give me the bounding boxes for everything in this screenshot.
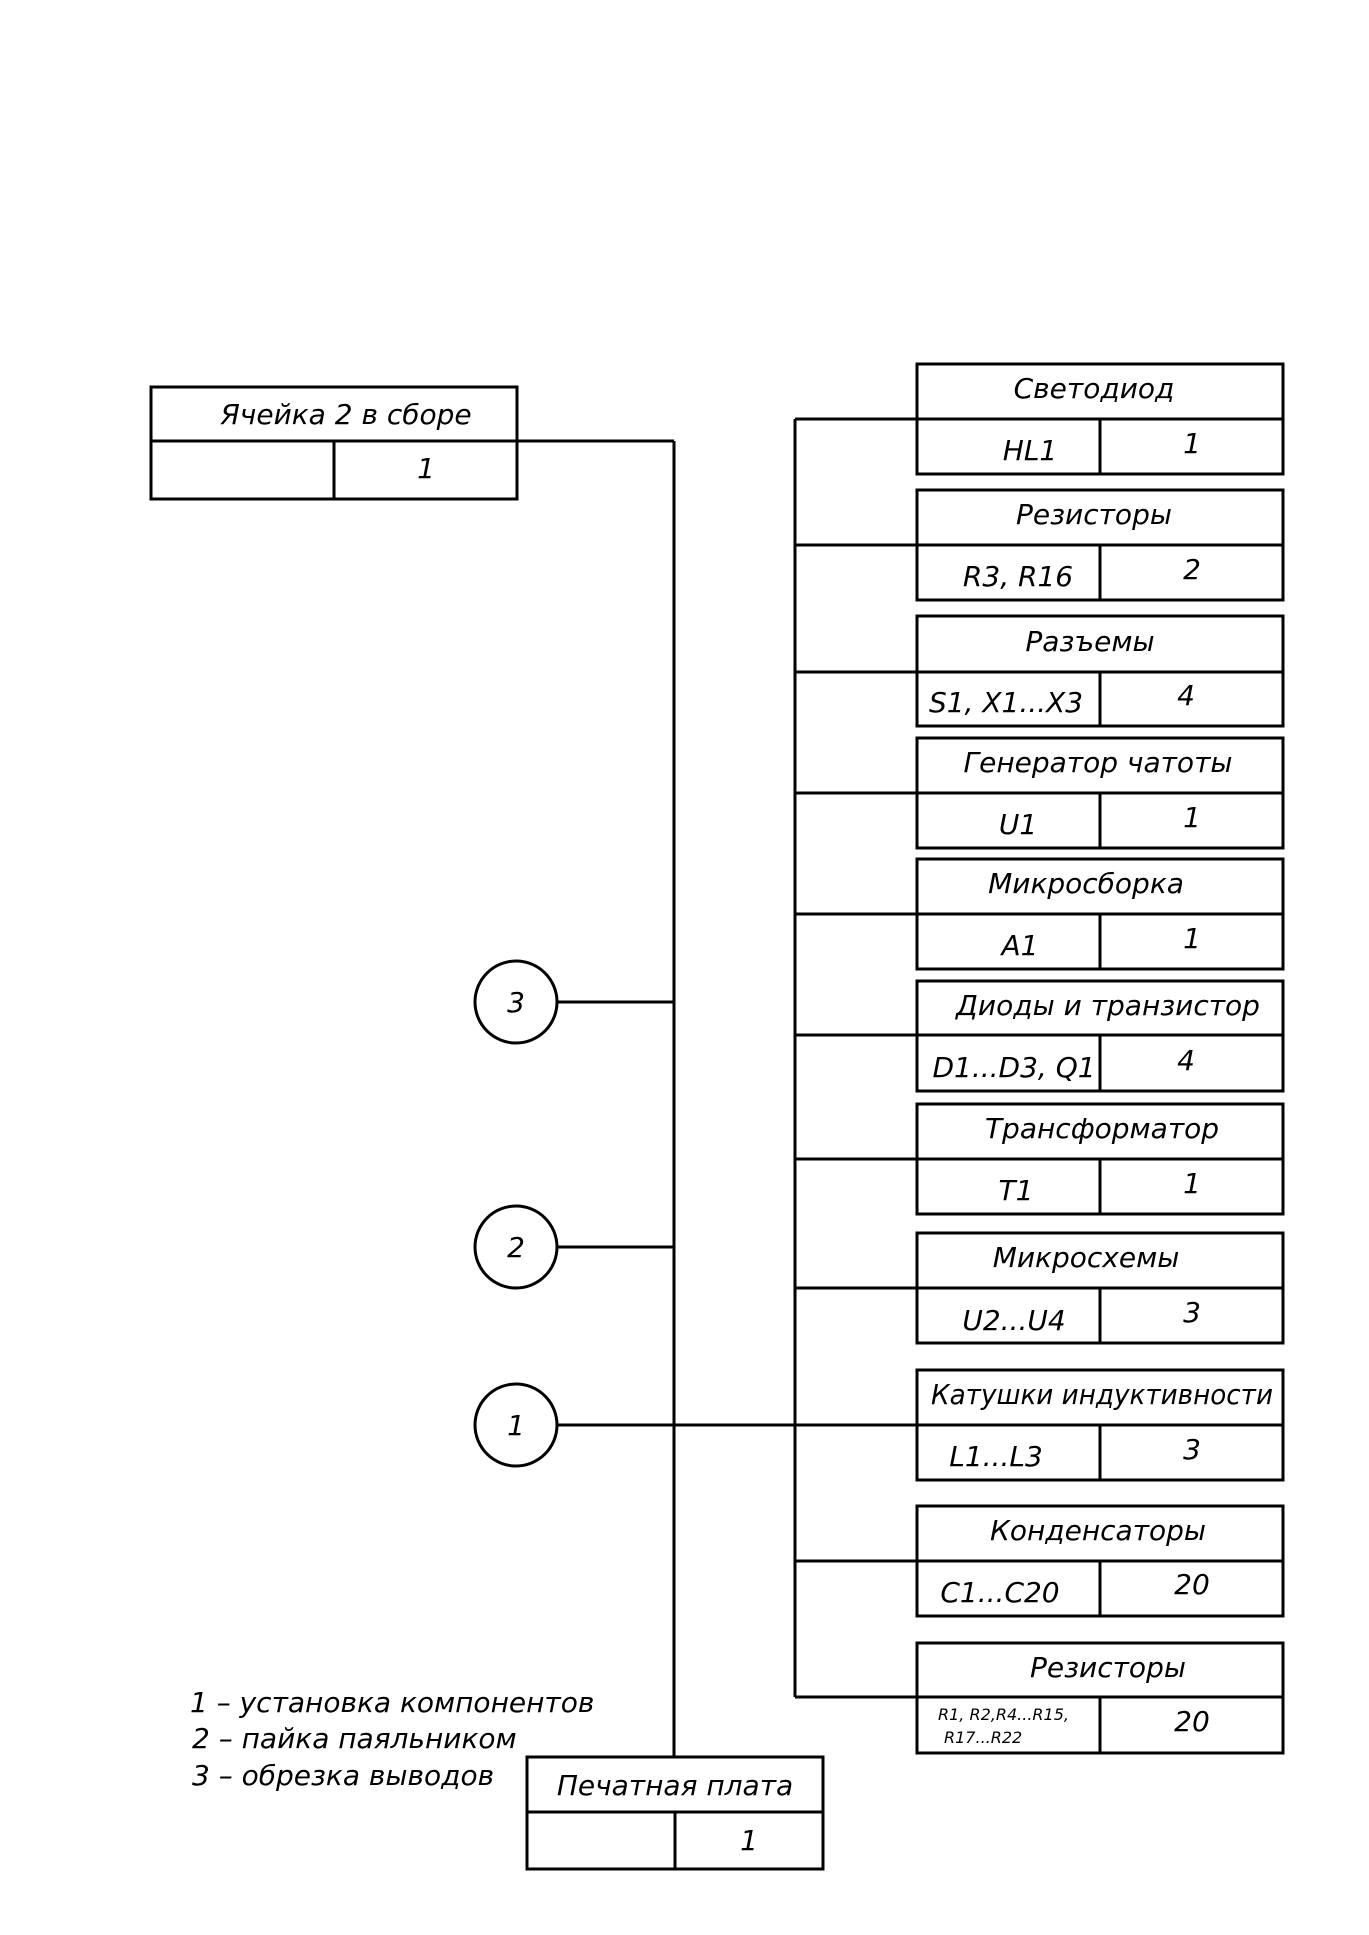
base-part-qty: 1 — [740, 1824, 758, 1857]
component-designator: R1, R2,R4...R15, — [938, 1705, 1069, 1724]
component-block: Микросборка A1 1 — [915, 857, 1285, 971]
top-assembly-qty: 1 — [417, 452, 435, 485]
component-block: Трансформатор T1 1 — [915, 1102, 1285, 1216]
component-name: Микросборка — [988, 867, 1184, 900]
legend: 1 – установка компонентов 2 – пайка паял… — [190, 1686, 594, 1792]
component-block: Резисторы R3, R16 2 — [915, 488, 1285, 602]
base-part-block: Печатная плата 1 — [525, 1755, 825, 1871]
component-designator: R17...R22 — [944, 1728, 1022, 1747]
component-block: Катушки индуктивности L1...L3 3 — [915, 1368, 1285, 1482]
component-designator: U1 — [999, 808, 1037, 841]
component-designator: HL1 — [1003, 434, 1057, 467]
component-designator: U2...U4 — [962, 1304, 1065, 1337]
component-qty: 1 — [1183, 801, 1201, 834]
component-block: Микросхемы U2...U4 3 — [915, 1231, 1285, 1345]
component-name: Катушки индуктивности — [931, 1378, 1273, 1411]
component-designator: R3, R16 — [963, 560, 1073, 593]
component-name: Диоды и транзистор — [954, 989, 1260, 1022]
base-part-name: Печатная плата — [557, 1769, 793, 1802]
component-qty: 3 — [1183, 1433, 1201, 1466]
operation-1-number: 1 — [507, 1409, 525, 1442]
component-name: Трансформатор — [985, 1112, 1219, 1145]
component-name: Светодиод — [1014, 372, 1175, 405]
component-block: Генератор чатоты U1 1 — [915, 736, 1285, 850]
component-name: Разъемы — [1025, 625, 1154, 658]
component-qty: 4 — [1177, 1044, 1195, 1077]
component-name: Конденсаторы — [990, 1514, 1206, 1547]
component-block: Резисторы R1, R2,R4...R15, R17...R22 20 — [915, 1641, 1285, 1755]
component-block: Конденсаторы C1...C20 20 — [915, 1504, 1285, 1618]
legend-item-1: 1 – установка компонентов — [190, 1686, 594, 1719]
component-qty: 20 — [1174, 1705, 1210, 1738]
legend-item-3: 3 – обрезка выводов — [192, 1759, 494, 1792]
legend-item-2: 2 – пайка паяльником — [192, 1722, 517, 1755]
component-qty: 1 — [1183, 427, 1201, 460]
component-designator: T1 — [999, 1174, 1034, 1207]
connector-lines — [517, 417, 917, 1757]
component-name: Генератор чатоты — [964, 746, 1233, 779]
component-name: Резисторы — [1030, 1651, 1186, 1684]
top-assembly-block: Ячейка 2 в сборе 1 — [149, 385, 519, 501]
component-qty: 20 — [1174, 1568, 1210, 1601]
component-designator: L1...L3 — [949, 1440, 1043, 1473]
component-name: Микросхемы — [993, 1241, 1180, 1274]
component-block: Диоды и транзистор D1...D3, Q1 4 — [915, 979, 1285, 1093]
component-qty: 2 — [1183, 553, 1201, 586]
operation-2: 2 — [473, 1204, 559, 1290]
component-name: Резисторы — [1016, 498, 1172, 531]
component-block: Светодиод HL1 1 — [915, 362, 1285, 476]
component-designator: A1 — [1000, 929, 1039, 962]
component-block: Разъемы S1, X1...X3 4 — [915, 614, 1285, 728]
component-qty: 1 — [1183, 922, 1201, 955]
component-qty: 3 — [1183, 1296, 1201, 1329]
component-designator: S1, X1...X3 — [929, 686, 1083, 719]
component-designator: C1...C20 — [940, 1576, 1059, 1609]
component-qty: 1 — [1183, 1167, 1201, 1200]
operation-1: 1 — [473, 1382, 559, 1468]
operation-3-number: 3 — [507, 986, 525, 1019]
component-qty: 4 — [1177, 679, 1195, 712]
top-assembly-name: Ячейка 2 в сборе — [219, 398, 471, 431]
operation-2-number: 2 — [507, 1231, 525, 1264]
operation-3: 3 — [473, 959, 559, 1045]
component-designator: D1...D3, Q1 — [932, 1051, 1095, 1084]
